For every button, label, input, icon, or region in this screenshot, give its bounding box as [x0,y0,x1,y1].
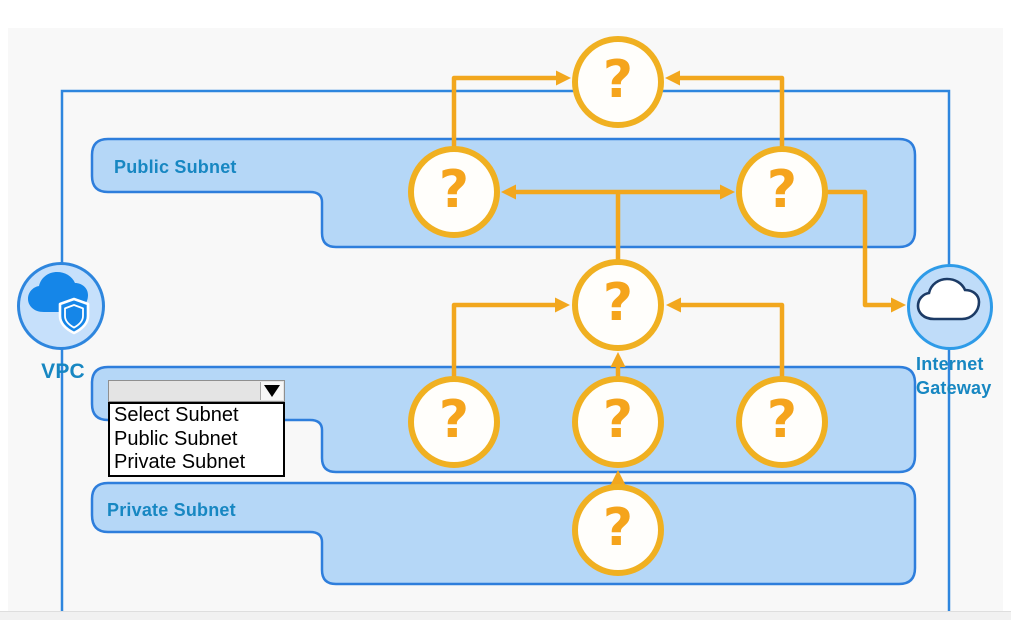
dropdown-option-select-subnet[interactable]: Select Subnet [114,404,239,426]
placeholder-node-private[interactable]: ? [572,484,664,576]
question-mark-icon: ? [602,50,634,110]
placeholder-node-middle[interactable]: ? [572,259,664,351]
question-mark-icon: ? [766,390,798,450]
vpc-icon [17,262,105,350]
private-subnet-label: Private Subnet [107,500,236,520]
connector-public-left-to-top [451,70,571,148]
subnet-dropdown-list: Select Subnet Public Subnet Private Subn… [108,402,285,477]
private-subnet-box [90,481,917,586]
question-mark-icon: ? [602,390,634,450]
question-mark-icon: ? [766,160,798,220]
connector-public-right-to-top [665,70,785,148]
placeholder-node-row-center[interactable]: ? [572,376,664,468]
connector-row-right-to-middle [666,297,785,378]
connector-between-public-nodes [501,184,735,262]
placeholder-node-top[interactable]: ? [572,36,664,128]
gateway-cloud-shape [916,277,981,321]
dropdown-option-private-subnet[interactable]: Private Subnet [114,451,246,473]
question-mark-icon: ? [438,160,470,220]
bottom-gray-bar [0,611,1011,620]
placeholder-node-row-right[interactable]: ? [736,376,828,468]
public-subnet-label: Public Subnet [114,157,237,177]
connector-row-left-to-middle [451,297,570,378]
question-mark-icon: ? [602,273,634,333]
vpc-shield-inner-outline [64,304,84,329]
subnet-select-field[interactable] [108,380,285,402]
vpc-boundary-line [60,89,951,612]
question-mark-icon: ? [438,390,470,450]
internet-gateway-icon [907,264,993,350]
caret-down-icon [264,385,280,397]
placeholder-node-public-right[interactable]: ? [736,146,828,238]
placeholder-node-public-left[interactable]: ? [408,146,500,238]
vpc-label: VPC [41,360,85,383]
dropdown-option-public-subnet[interactable]: Public Subnet [114,427,238,450]
internet-gateway-label: Internet Gateway [916,354,992,398]
question-mark-icon: ? [602,498,634,558]
connector-public-right-to-gateway [827,189,906,313]
placeholder-node-row-left[interactable]: ? [408,376,500,468]
dropdown-arrow-button[interactable] [260,382,283,400]
